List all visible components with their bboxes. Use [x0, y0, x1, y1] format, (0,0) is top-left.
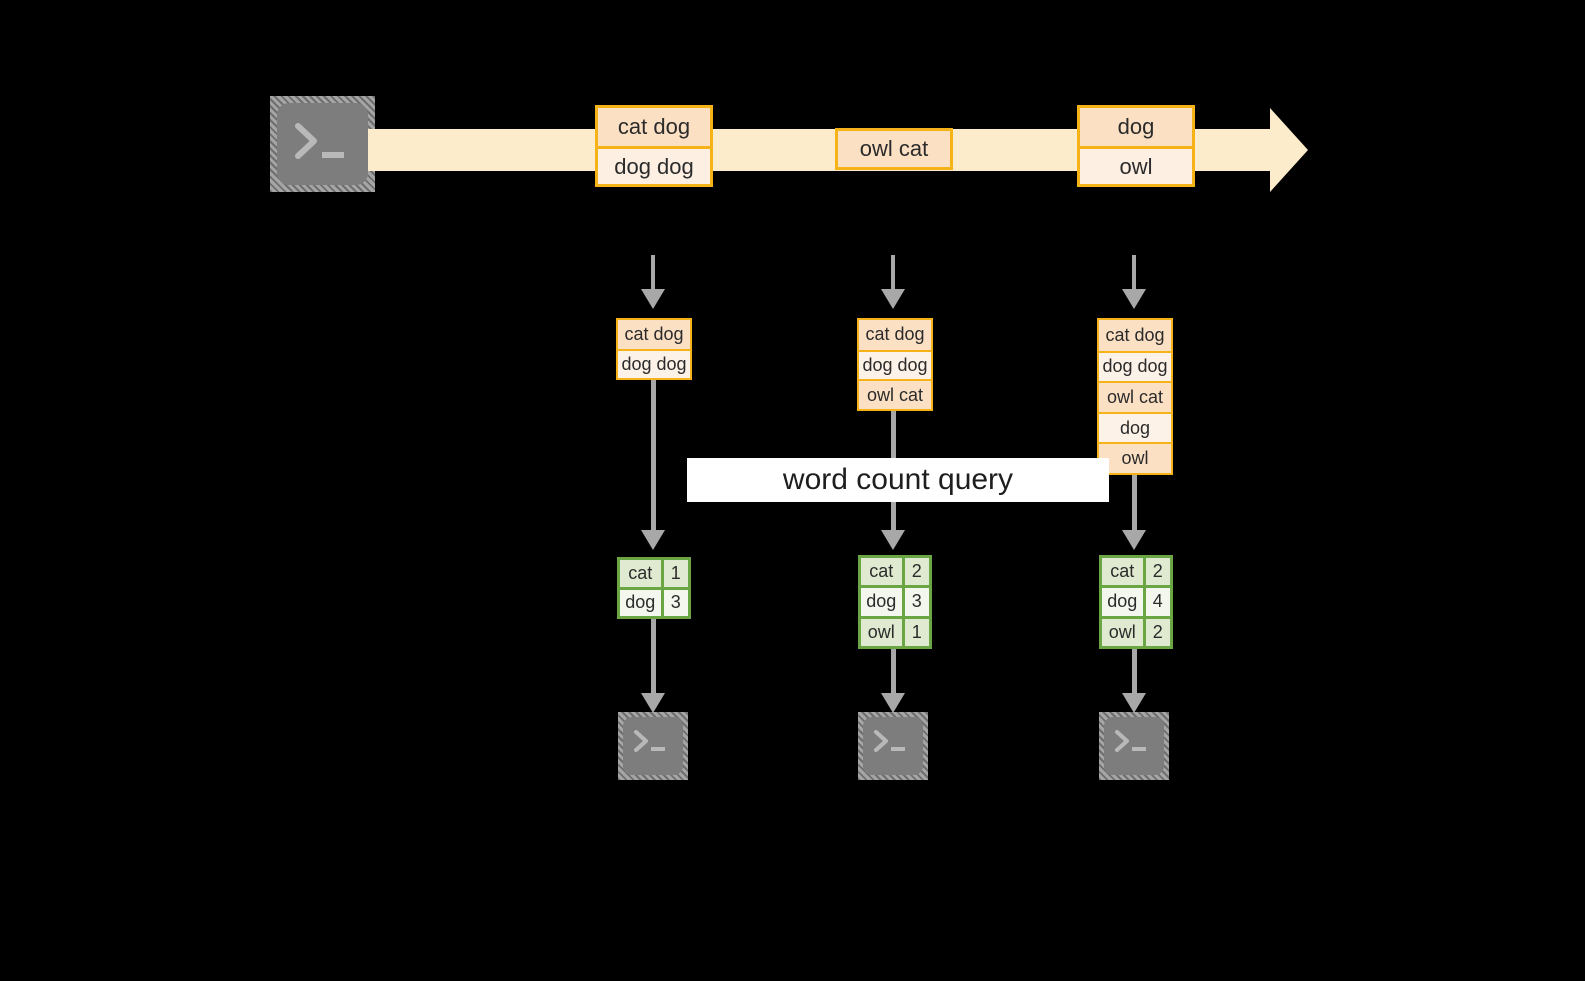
stream-event-1-line-2: dog dog	[598, 146, 710, 184]
batch-1-sink-terminal-icon	[618, 712, 688, 780]
result-count-cell: 1	[901, 618, 929, 646]
stream-event-2-line-1: owl cat	[838, 131, 950, 167]
batch-2-input-row: cat dog	[859, 320, 931, 350]
terminal-prompt-glyph	[295, 123, 344, 159]
result-word-cell: dog	[620, 589, 661, 616]
batch-2-input-table: cat dog dog dog owl cat	[857, 318, 933, 411]
batch-3-input-row: dog dog	[1099, 350, 1171, 382]
table-row: owl 1	[861, 615, 929, 646]
table-row: cat 2	[1102, 558, 1170, 586]
result-word-cell: cat	[1102, 558, 1143, 586]
query-banner: word count query	[687, 458, 1109, 502]
batch-3-sink-terminal-icon	[1099, 712, 1169, 780]
result-word-cell: cat	[620, 560, 661, 587]
stream-event-3: dog owl	[1077, 105, 1195, 187]
batch-3-input-row: cat dog	[1099, 320, 1171, 351]
trigger-arrowhead-2	[881, 289, 905, 309]
query-banner-label: word count query	[782, 463, 1014, 496]
batch-3-input-row: owl cat	[1099, 381, 1171, 412]
source-terminal-icon	[270, 96, 375, 192]
sink-arrowhead-1	[641, 693, 665, 713]
query-arrowhead-2	[881, 530, 905, 550]
table-row: dog 3	[620, 586, 688, 616]
query-line-3	[1132, 475, 1137, 532]
result-count-cell: 2	[901, 558, 929, 586]
stream-arrowhead	[1270, 108, 1308, 192]
query-line-1	[651, 380, 656, 532]
table-row: dog 3	[861, 585, 929, 616]
result-count-cell: 3	[901, 588, 929, 616]
table-row: cat 1	[620, 560, 688, 587]
result-word-cell: cat	[861, 558, 902, 586]
stream-event-1: cat dog dog dog	[595, 105, 713, 187]
sink-line-2	[891, 649, 896, 695]
sink-arrowhead-2	[881, 693, 905, 713]
table-row: cat 2	[861, 558, 929, 586]
terminal-screen	[863, 717, 923, 775]
batch-3-input-row: owl	[1099, 442, 1171, 473]
table-row: owl 2	[1102, 615, 1170, 646]
batch-3-result-table: cat 2 dog 4 owl 2	[1099, 555, 1173, 649]
result-count-cell: 2	[1142, 558, 1170, 586]
trigger-arrowhead-3	[1122, 289, 1146, 309]
trigger-line-2	[891, 255, 895, 289]
result-count-cell: 1	[660, 560, 688, 587]
trigger-arrowhead-1	[641, 289, 665, 309]
batch-2-input-row: dog dog	[859, 349, 931, 380]
batch-1-input-row: dog dog	[618, 349, 690, 378]
sink-line-1	[651, 619, 656, 695]
batch-2-input-row: owl cat	[859, 379, 931, 409]
batch-1-input-table: cat dog dog dog	[616, 318, 692, 380]
batch-2-sink-terminal-icon	[858, 712, 928, 780]
batch-2-result-table: cat 2 dog 3 owl 1	[858, 555, 932, 649]
result-word-cell: dog	[861, 588, 902, 616]
sink-arrowhead-3	[1122, 693, 1146, 713]
batch-1-result-table: cat 1 dog 3	[617, 557, 691, 619]
stream-event-3-line-1: dog	[1080, 108, 1192, 146]
batch-3-input-table: cat dog dog dog owl cat dog owl	[1097, 318, 1173, 475]
sink-line-3	[1132, 649, 1137, 695]
result-count-cell: 4	[1142, 588, 1170, 616]
trigger-line-1	[651, 255, 655, 289]
terminal-screen	[1104, 717, 1164, 775]
stream-event-1-line-1: cat dog	[598, 108, 710, 146]
table-row: dog 4	[1102, 585, 1170, 616]
query-arrowhead-1	[641, 530, 665, 550]
batch-3-input-row: dog	[1099, 411, 1171, 443]
result-word-cell: owl	[1102, 618, 1143, 646]
terminal-prompt-glyph	[874, 730, 905, 752]
stream-event-2: owl cat	[835, 128, 953, 170]
result-word-cell: owl	[861, 618, 902, 646]
batch-1-input-row: cat dog	[618, 320, 690, 349]
terminal-prompt-glyph	[1115, 730, 1146, 752]
terminal-screen	[277, 103, 368, 185]
trigger-line-3	[1132, 255, 1136, 289]
result-word-cell: dog	[1102, 588, 1143, 616]
terminal-screen	[623, 717, 683, 775]
query-arrowhead-3	[1122, 530, 1146, 550]
result-count-cell: 3	[660, 589, 688, 616]
stream-event-3-line-2: owl	[1080, 146, 1192, 184]
terminal-prompt-glyph	[634, 730, 665, 752]
result-count-cell: 2	[1142, 618, 1170, 646]
